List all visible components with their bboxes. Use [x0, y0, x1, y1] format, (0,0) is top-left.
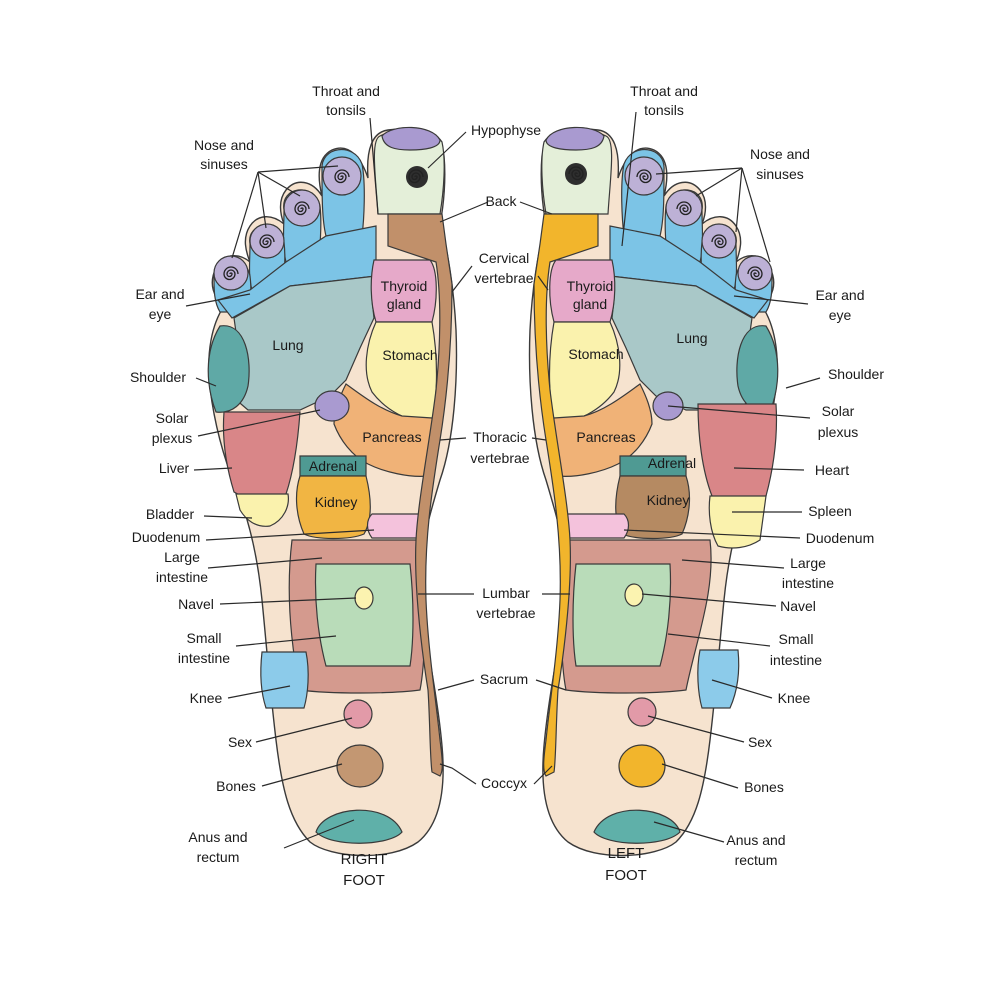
- right-nose-label-2: sinuses: [200, 156, 247, 172]
- right-solar-label-1: Solar: [156, 410, 189, 426]
- left-thyroid-label-2: gland: [573, 296, 607, 312]
- left-navel-label: Navel: [780, 598, 816, 614]
- left-ear-label-2: eye: [829, 307, 852, 323]
- left-stomach-label: Stomach: [568, 346, 623, 362]
- left-lung-label: Lung: [676, 330, 707, 346]
- left-solar-label-2: plexus: [818, 424, 858, 440]
- left-nose-label-1: Nose and: [750, 146, 810, 162]
- right-foot-inside-labels: Thyroid gland Lung Stomach Pancreas Adre…: [272, 278, 437, 510]
- right-nose-label-1: Nose and: [194, 137, 254, 153]
- right-kidney-label: Kidney: [315, 494, 358, 510]
- right-knee-label: Knee: [190, 690, 223, 706]
- right-sex-label: Sex: [228, 734, 252, 750]
- thoracic-label-1: Thoracic: [473, 429, 527, 445]
- left-foot-inside-labels: Thyroid gland Lung Stomach Pancreas Adre…: [567, 278, 708, 508]
- right-throat-label-1: Throat and: [312, 83, 380, 99]
- thoracic-label-2: vertebrae: [470, 450, 529, 466]
- right-shoulder-label: Shoulder: [130, 369, 186, 385]
- left-thyroid-label-1: Thyroid: [567, 278, 614, 294]
- cervical-label-1: Cervical: [479, 250, 530, 266]
- left-foot-caption-2: FOOT: [605, 867, 647, 884]
- left-large-intestine-label-1: Large: [790, 555, 826, 571]
- right-small-intestine-label-1: Small: [186, 630, 221, 646]
- left-nose-label-2: sinuses: [756, 166, 803, 182]
- left-heart-label: Heart: [815, 462, 849, 478]
- left-shoulder-label: Shoulder: [828, 366, 884, 382]
- cervical-label-2: vertebrae: [474, 270, 533, 286]
- sacrum-label: Sacrum: [480, 671, 528, 687]
- left-small-intestine-label-1: Small: [778, 631, 813, 647]
- left-foot-callouts: Throat and tonsils Nose and sinuses Ear …: [605, 83, 884, 884]
- right-pancreas-label: Pancreas: [362, 429, 421, 445]
- left-bones-label: Bones: [744, 779, 784, 795]
- left-anus-label-1: Anus and: [726, 832, 785, 848]
- left-throat-label-2: tonsils: [644, 102, 684, 118]
- lumbar-label-1: Lumbar: [482, 585, 530, 601]
- right-bones-label: Bones: [216, 778, 256, 794]
- left-anus-label-2: rectum: [735, 852, 778, 868]
- left-foot-caption-1: LEFT: [608, 845, 645, 862]
- right-stomach-label: Stomach: [382, 347, 437, 363]
- right-anus-label-1: Anus and: [188, 829, 247, 845]
- right-duodenum-label: Duodenum: [132, 529, 201, 545]
- lumbar-label-2: vertebrae: [476, 605, 535, 621]
- left-pancreas-label: Pancreas: [576, 429, 635, 445]
- left-adrenal-label: Adrenal: [648, 455, 696, 471]
- right-foot-callouts: Throat and tonsils Nose and sinuses Ear …: [130, 83, 387, 889]
- leader-lines: [185, 111, 821, 849]
- center-callouts: Hypophyse Back Cervical vertebrae Thorac…: [470, 122, 541, 791]
- right-foot: [207, 126, 458, 857]
- right-large-intestine-label-1: Large: [164, 549, 200, 565]
- left-spleen-label: Spleen: [808, 503, 852, 519]
- right-lung-label: Lung: [272, 337, 303, 353]
- left-ear-label-1: Ear and: [815, 287, 864, 303]
- coccyx-label: Coccyx: [481, 775, 527, 791]
- right-ear-label-2: eye: [149, 306, 172, 322]
- left-small-intestine-label-2: intestine: [770, 652, 822, 668]
- left-large-intestine-label-2: intestine: [782, 575, 834, 591]
- right-adrenal-label: Adrenal: [309, 458, 357, 474]
- left-kidney-label: Kidney: [647, 492, 690, 508]
- left-solar-label-1: Solar: [822, 403, 855, 419]
- right-foot-caption-2: FOOT: [343, 872, 385, 889]
- right-large-intestine-label-2: intestine: [156, 569, 208, 585]
- right-solar-label-2: plexus: [152, 430, 192, 446]
- hypophyse-label: Hypophyse: [471, 122, 541, 138]
- right-thyroid-label-1: Thyroid: [381, 278, 428, 294]
- right-throat-label-2: tonsils: [326, 102, 366, 118]
- right-anus-label-2: rectum: [197, 849, 240, 865]
- back-label: Back: [485, 193, 517, 209]
- right-thyroid-label-2: gland: [387, 296, 421, 312]
- left-knee-label: Knee: [778, 690, 811, 706]
- right-foot-caption-1: RIGHT: [341, 851, 388, 868]
- right-liver-label: Liver: [159, 460, 190, 476]
- left-foot: [528, 126, 779, 857]
- left-throat-label-1: Throat and: [630, 83, 698, 99]
- left-duodenum-label: Duodenum: [806, 530, 875, 546]
- right-bladder-label: Bladder: [146, 506, 195, 522]
- left-sex-label: Sex: [748, 734, 772, 750]
- right-navel-label: Navel: [178, 596, 214, 612]
- right-ear-label-1: Ear and: [135, 286, 184, 302]
- right-small-intestine-label-2: intestine: [178, 650, 230, 666]
